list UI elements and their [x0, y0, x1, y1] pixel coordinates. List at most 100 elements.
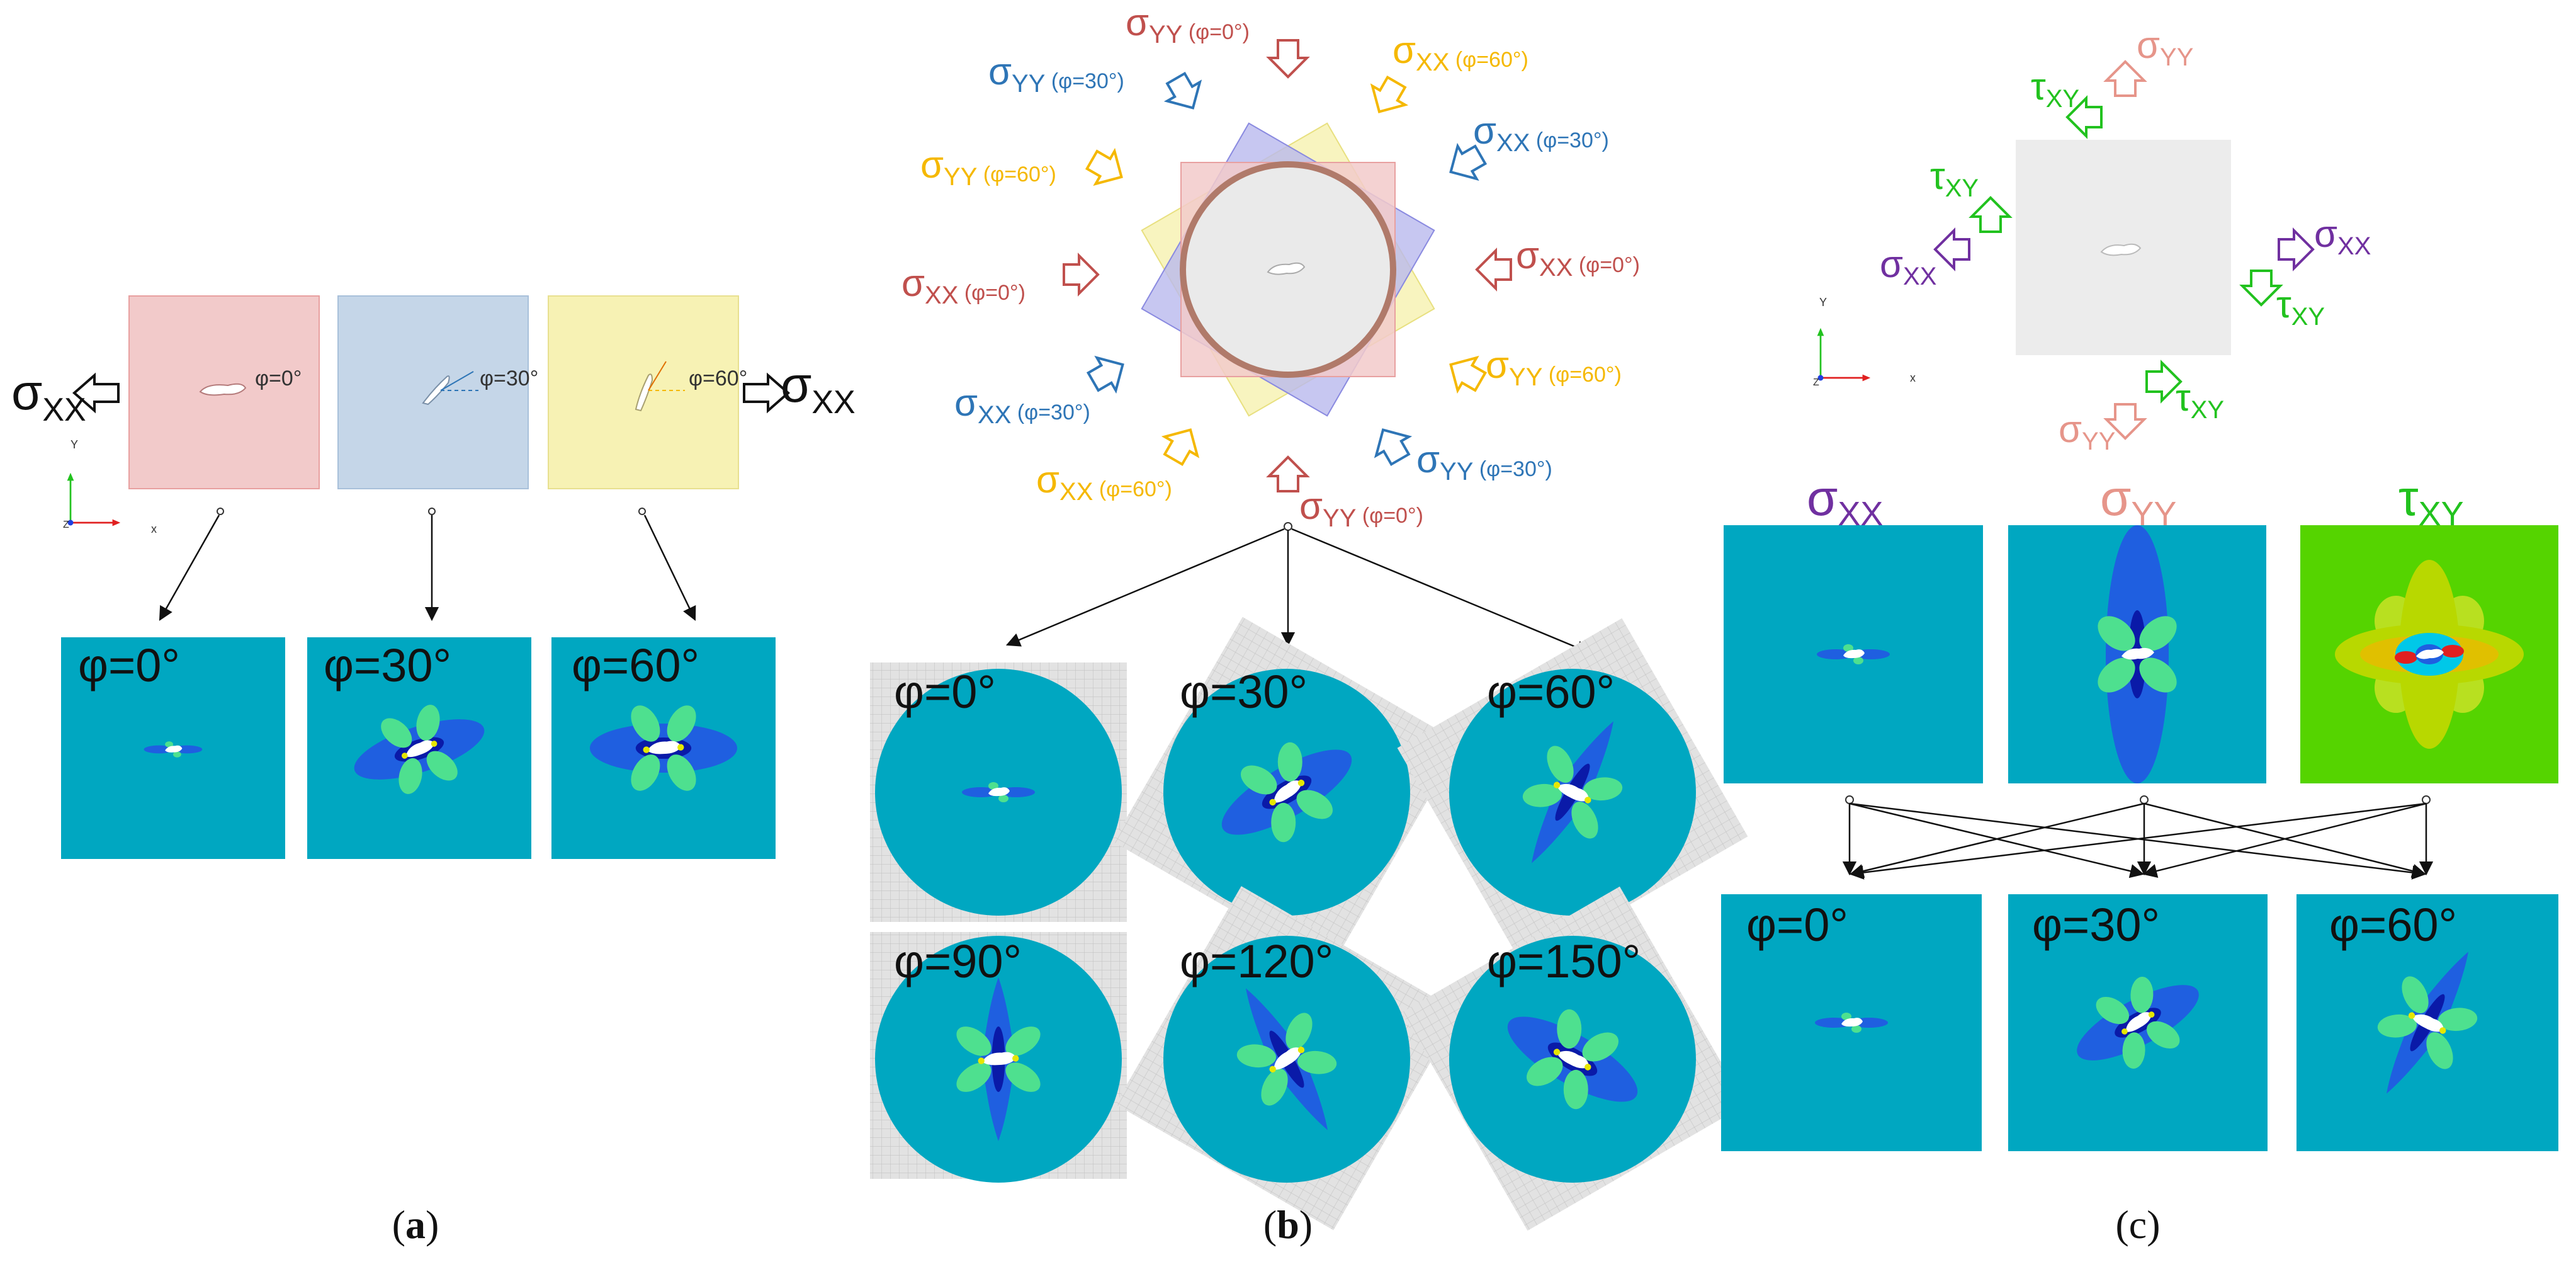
load-arrow	[1163, 71, 1202, 110]
caption-c: (c)	[2115, 1202, 2160, 1247]
load-arrow	[2103, 403, 2147, 440]
result-label: φ=90°	[894, 935, 1022, 987]
result-label: φ=0°	[1746, 899, 1848, 951]
component-title-txy: τXY	[2398, 470, 2464, 533]
load-label: σXX (φ=30°)	[1473, 110, 1609, 157]
load-arrow	[2145, 360, 2183, 404]
component-title-sxx: σXX	[1807, 470, 1883, 533]
result-b-60deg: φ=60°	[1397, 618, 1748, 967]
load-arrow	[1085, 147, 1123, 186]
result-label: φ=60°	[2329, 899, 2457, 951]
panel-a: φ=0° φ=30° φ=60° σXX σXX Y x Z φ=0°	[11, 295, 856, 1247]
result-c-60deg: φ=60°	[2296, 894, 2558, 1151]
load-arrow	[1370, 75, 1409, 113]
connector-node	[1284, 522, 1292, 531]
load-arrow	[1449, 142, 1488, 181]
load-arrow	[2239, 270, 2283, 307]
result-label: φ=30°	[1180, 666, 1308, 718]
axis-z-label: Z	[63, 520, 69, 530]
component-map-sxx	[1724, 525, 1983, 783]
axis-z-label: Z	[1813, 377, 1819, 388]
load-arrow-right	[743, 372, 791, 414]
panel-b: σYY (φ=0°) σXX (φ=60°) σXX (φ=30°) σXX (…	[870, 1, 1748, 1247]
angle-line	[440, 371, 474, 391]
load-arrow	[1449, 355, 1488, 394]
load-label-left: σXX	[11, 364, 86, 428]
load-arrow	[2065, 95, 2103, 139]
result-label: φ=60°	[1487, 666, 1615, 718]
load-arrow	[1063, 253, 1100, 297]
axis-triad-icon	[1816, 327, 1872, 382]
crack-shape	[2100, 243, 2142, 256]
connector-node	[638, 508, 646, 515]
result-a-0deg: φ=0°	[61, 637, 285, 859]
load-label: σYY (φ=30°)	[988, 50, 1124, 98]
connector-node	[428, 508, 436, 515]
load-arrow	[1475, 247, 1512, 292]
component-title-syy: σYY	[2100, 470, 2176, 533]
specimen-label-60deg: φ=60°	[689, 367, 747, 390]
angle-line	[648, 361, 667, 391]
result-c-0deg: φ=0°	[1721, 894, 1982, 1151]
specimen-label-0deg: φ=0°	[255, 367, 302, 390]
component-map-syy	[2008, 525, 2266, 783]
result-label: φ=60°	[572, 639, 699, 691]
load-label: σYY	[2059, 408, 2115, 455]
load-label: σXX (φ=0°)	[1516, 234, 1640, 281]
result-b-0deg: φ=0°	[870, 662, 1127, 922]
crack-shape	[199, 383, 247, 396]
connector-arrow	[1005, 528, 1285, 647]
load-label: σYY (φ=60°)	[920, 144, 1056, 191]
load-label: τXY	[1930, 155, 1979, 202]
load-arrow-left	[72, 372, 120, 414]
cross-connectors	[1842, 795, 2434, 880]
load-label: τXY	[2276, 283, 2325, 331]
connector-arrow	[159, 514, 220, 621]
result-label: φ=120°	[1180, 935, 1333, 987]
result-b-120deg: φ=120°	[1115, 886, 1460, 1231]
result-label: φ=150°	[1487, 935, 1641, 987]
load-label: τXY	[2031, 65, 2079, 113]
result-a-60deg: φ=60°	[551, 637, 776, 859]
load-label-right: σXX	[781, 356, 856, 421]
specimen-label-30deg: φ=30°	[480, 367, 538, 390]
load-arrow	[2278, 227, 2315, 271]
load-arrow	[1969, 196, 2013, 233]
axis-x-label: x	[151, 523, 157, 535]
connector-arrow	[1291, 528, 1591, 654]
axis-triad-icon	[66, 472, 121, 527]
crack-shape	[1267, 262, 1306, 275]
load-arrow	[1266, 39, 1310, 79]
load-arrow	[1161, 428, 1200, 467]
result-label: φ=30°	[324, 639, 451, 691]
result-c-30deg: φ=30°	[2008, 894, 2268, 1151]
crack-shape	[422, 375, 450, 406]
connector-arrow	[643, 514, 696, 622]
result-a-30deg: φ=30°	[307, 637, 531, 859]
load-label: σXX (φ=60°)	[1393, 29, 1528, 76]
axis-y-label: Y	[71, 438, 78, 451]
load-label: σYY (φ=0°)	[1126, 1, 1250, 48]
caption-a: (a)	[392, 1202, 439, 1247]
load-arrow	[1374, 428, 1413, 467]
connector-node	[217, 508, 224, 515]
load-label: σXX (φ=30°)	[954, 382, 1090, 429]
load-label: σYY (φ=60°)	[1486, 344, 1622, 391]
result-label: φ=0°	[894, 666, 996, 718]
load-label: σXX	[1880, 243, 1936, 290]
load-arrow	[1933, 227, 1970, 271]
load-label: σYY	[2137, 24, 2193, 71]
load-arrow	[2103, 60, 2147, 97]
load-label: σYY (φ=30°)	[1416, 438, 1552, 486]
load-label: σXX (φ=60°)	[1036, 458, 1172, 506]
load-label: σXX (φ=0°)	[901, 262, 1025, 309]
result-b-90deg: φ=90°	[870, 932, 1127, 1183]
result-b-150deg: φ=150°	[1401, 886, 1746, 1231]
load-label: σXX	[2314, 213, 2371, 260]
load-arrow	[1086, 355, 1124, 394]
result-label: φ=30°	[2032, 899, 2160, 951]
component-map-txy	[2300, 525, 2558, 783]
axis-y-label: Y	[1819, 296, 1827, 309]
result-b-30deg: φ=30°	[1112, 617, 1461, 968]
